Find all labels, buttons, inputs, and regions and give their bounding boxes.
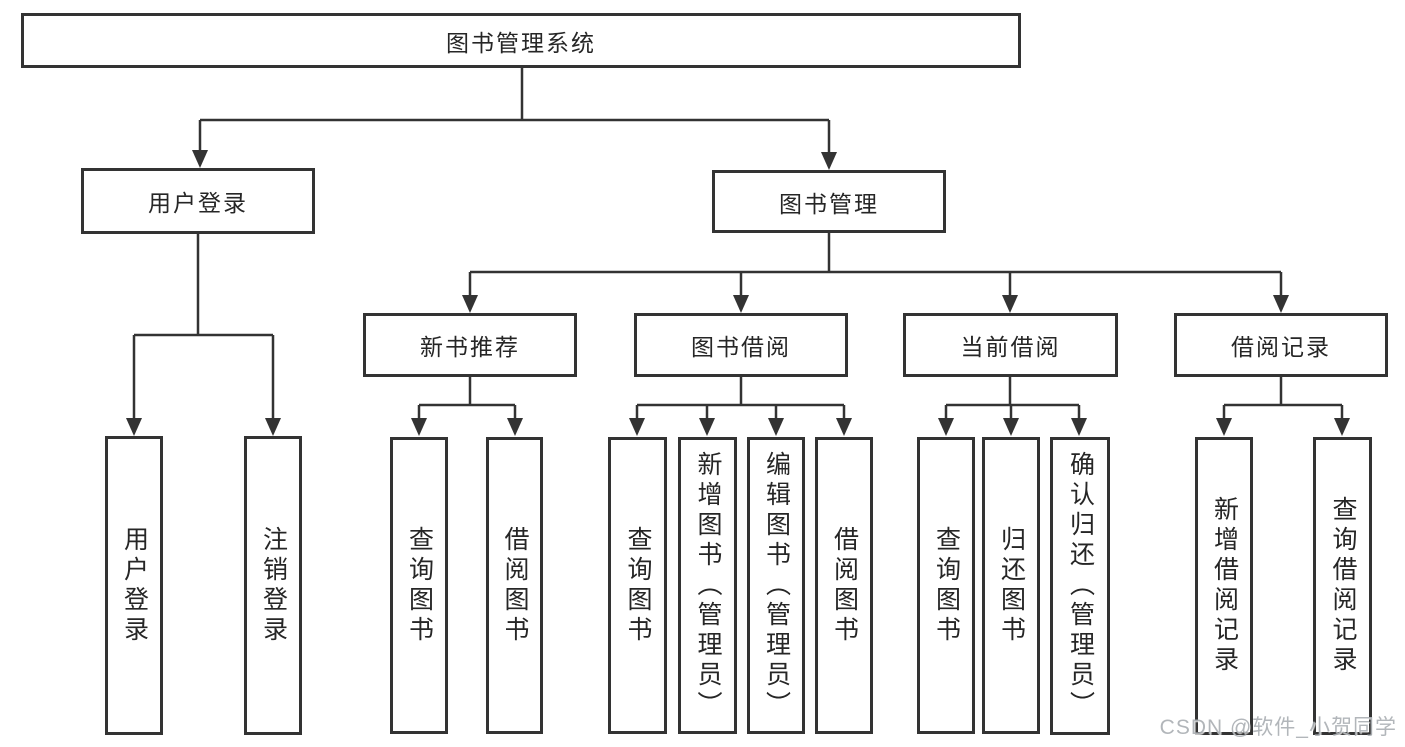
arrow-icon	[836, 418, 852, 436]
leaf-edit-books-admin: 编辑图书（管理员）	[747, 437, 805, 734]
leaf-add-books-admin: 新增图书（管理员）	[678, 437, 737, 734]
arrow-icon	[629, 418, 645, 436]
connector-lines	[132, 68, 1344, 419]
node-root-system: 图书管理系统	[21, 13, 1021, 68]
node-book-management: 图书管理	[712, 170, 946, 233]
node-current-borrow: 当前借阅	[903, 313, 1118, 377]
leaf-query-borrow-record: 查询借阅记录	[1313, 437, 1372, 735]
arrow-icon	[1002, 295, 1018, 313]
leaf-query-books: 查询图书	[608, 437, 667, 734]
arrow-icon	[1334, 418, 1350, 436]
arrow-icon	[938, 418, 954, 436]
arrow-icon	[126, 418, 142, 436]
arrow-icon	[733, 295, 749, 313]
arrow-icon	[1216, 418, 1232, 436]
node-user-login: 用户登录	[81, 168, 315, 234]
arrow-icon	[411, 418, 427, 436]
arrow-icon	[507, 418, 523, 436]
leaf-add-borrow-record: 新增借阅记录	[1195, 437, 1253, 735]
arrow-icon	[1003, 418, 1019, 436]
leaf-query-books: 查询图书	[917, 437, 975, 734]
arrow-icon	[462, 295, 478, 313]
arrowheads	[126, 150, 1350, 436]
leaf-user-login: 用户登录	[105, 436, 163, 735]
arrow-icon	[265, 418, 281, 436]
csdn-watermark: CSDN @软件_小贺同学	[1159, 716, 1397, 739]
arrow-icon	[768, 418, 784, 436]
leaf-confirm-return-admin: 确认归还（管理员）	[1050, 437, 1110, 735]
leaf-logout: 注销登录	[244, 436, 302, 735]
leaf-return-books: 归还图书	[982, 437, 1040, 734]
node-book-borrow: 图书借阅	[634, 313, 848, 377]
node-borrow-records: 借阅记录	[1174, 313, 1388, 377]
arrow-icon	[699, 418, 715, 436]
leaf-borrow-books: 借阅图书	[815, 437, 873, 734]
arrow-icon	[192, 150, 208, 168]
arrow-icon	[821, 152, 837, 170]
node-new-book-recommend: 新书推荐	[363, 313, 577, 377]
leaf-query-books: 查询图书	[390, 437, 448, 734]
leaf-borrow-books: 借阅图书	[486, 437, 543, 734]
arrow-icon	[1273, 295, 1289, 313]
arrow-icon	[1071, 418, 1087, 436]
